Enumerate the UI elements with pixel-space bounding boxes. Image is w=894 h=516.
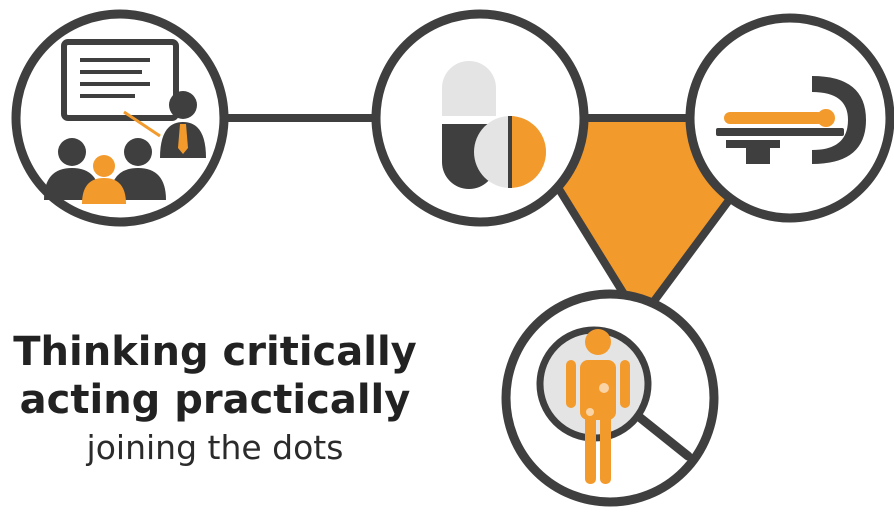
tagline-line-2: acting practically <box>19 377 411 423</box>
tagline-line-3: joining the dots <box>86 428 344 467</box>
node-examination <box>501 289 719 507</box>
tagline-line-1: Thinking critically <box>13 329 417 375</box>
presentation-audience-icon <box>44 39 206 204</box>
medical-scanner-icon <box>716 76 866 164</box>
magnified-patient-icon <box>536 326 693 484</box>
tagline: Thinking critically acting practically j… <box>0 328 430 470</box>
node-medication <box>371 9 589 227</box>
medication-pills-icon <box>442 61 546 189</box>
node-scanner <box>685 13 894 223</box>
node-presentation <box>11 9 229 227</box>
